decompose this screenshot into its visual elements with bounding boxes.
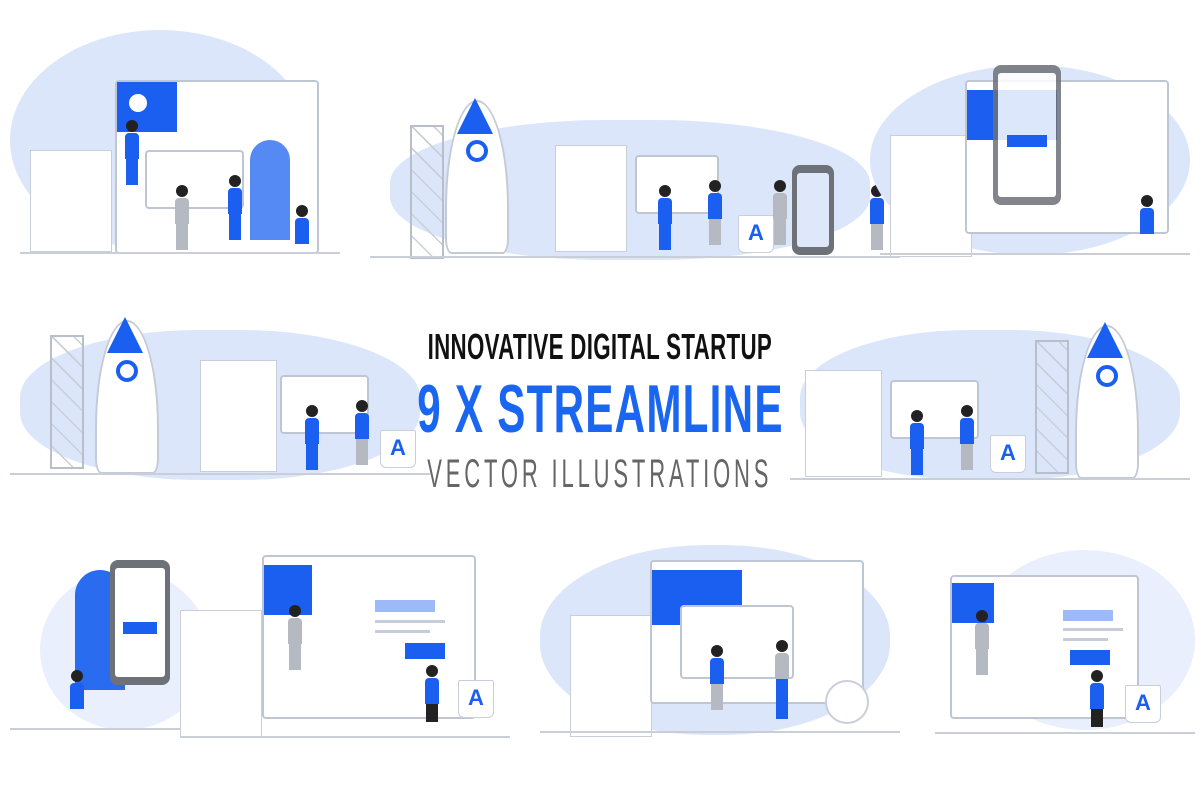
ground-line — [370, 256, 900, 258]
rocket-porthole — [116, 360, 138, 382]
headline-line2: 9 X STREAMLINE — [416, 371, 784, 447]
mug: A — [738, 215, 774, 253]
ground-line — [10, 728, 220, 730]
mug-letter: A — [468, 685, 484, 710]
person — [125, 120, 139, 185]
person — [175, 185, 189, 250]
person — [960, 405, 974, 470]
text-line — [375, 630, 430, 633]
board — [635, 155, 719, 214]
illustration-phone-screen — [860, 55, 1200, 260]
mug-letter: A — [390, 435, 406, 460]
person — [658, 185, 672, 250]
scaffold — [1035, 340, 1069, 474]
mug: A — [458, 680, 494, 718]
person — [355, 400, 369, 465]
clock-icon — [825, 680, 869, 724]
headline-line3: VECTOR ILLUSTRATIONS — [427, 452, 773, 496]
building — [200, 360, 277, 472]
person — [710, 645, 724, 710]
ground-line — [20, 252, 340, 254]
mug: A — [990, 435, 1026, 473]
ground-line — [790, 478, 1190, 480]
phone-button — [123, 622, 157, 634]
illustration-board-team — [540, 535, 900, 740]
person — [295, 205, 309, 244]
building — [570, 615, 652, 737]
mug: A — [380, 430, 416, 468]
illustration-rocket-right: A — [790, 320, 1190, 485]
magnifier-icon — [125, 90, 151, 116]
person — [288, 605, 302, 670]
screen-block — [264, 565, 312, 615]
button-card — [1070, 650, 1110, 665]
scaffold — [50, 335, 84, 469]
building — [180, 610, 262, 737]
rocket-tip — [107, 317, 143, 353]
person — [1140, 195, 1154, 234]
person — [708, 180, 722, 245]
text-line — [1063, 628, 1123, 631]
mug-letter: A — [1000, 440, 1016, 465]
illustration-rocket-phone: A — [370, 80, 900, 260]
button-card — [405, 643, 445, 659]
illustration-rocket-left: A — [10, 315, 430, 480]
rocket-tip — [1087, 322, 1123, 358]
illustration-ladder-screen: A — [180, 540, 510, 740]
ground-line — [180, 736, 510, 738]
person — [775, 640, 789, 719]
rocket-tip — [457, 98, 493, 134]
screen-bar — [1063, 610, 1113, 621]
headline-line1: INNOVATIVE DIGITAL STARTUP — [427, 326, 773, 367]
phone — [792, 165, 834, 255]
illustration-screen-team — [0, 20, 360, 260]
text-line — [375, 620, 445, 623]
ground-line — [10, 473, 430, 475]
person — [305, 405, 319, 470]
mug: A — [1125, 685, 1161, 723]
building — [555, 145, 627, 252]
rocket-porthole — [1096, 365, 1118, 387]
board — [145, 150, 244, 209]
phone-button — [1007, 135, 1047, 147]
data-stream — [250, 140, 290, 240]
ground-line — [880, 253, 1190, 255]
building — [890, 135, 972, 257]
illustration-ladder-screen-small: A — [935, 550, 1195, 740]
ground-line — [935, 732, 1195, 734]
board — [280, 375, 369, 434]
scaffold — [410, 125, 444, 259]
building — [30, 150, 112, 252]
screen-bar — [375, 600, 435, 612]
person — [975, 610, 989, 675]
person — [910, 410, 924, 475]
building — [805, 370, 882, 477]
rocket-porthole — [466, 140, 488, 162]
person — [425, 665, 439, 722]
mug-letter: A — [1135, 690, 1151, 715]
mug-letter: A — [748, 220, 764, 245]
text-line — [1063, 638, 1108, 641]
person — [70, 670, 84, 709]
person — [1090, 670, 1104, 727]
ground-line — [540, 731, 900, 733]
person — [228, 175, 242, 240]
person — [773, 180, 787, 245]
